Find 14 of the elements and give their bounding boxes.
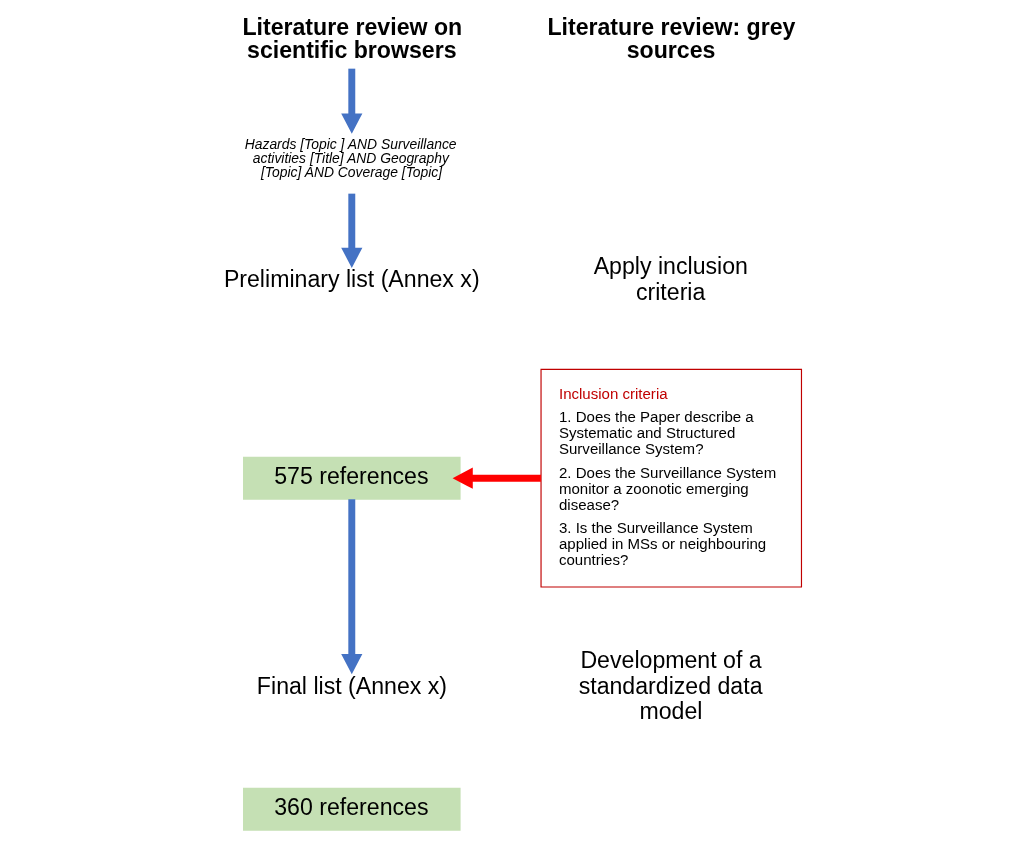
node-box: 360 references xyxy=(242,787,461,831)
arrow xyxy=(340,499,362,675)
node-text: Literature review: grey sources xyxy=(546,13,795,64)
node-text: Apply inclusion criteria xyxy=(593,253,748,305)
node-text: Hazards [Topic ] AND Surveillance activities [Title] AND Geography [Topic] AND Coverage [Topic] xyxy=(244,136,457,180)
arrow xyxy=(340,193,362,268)
arrow xyxy=(452,467,541,489)
node-text: Final list (Annex x) xyxy=(256,672,447,699)
node-box: 575 references xyxy=(242,456,461,500)
node-text: Literature review on scientific browsers xyxy=(241,13,462,64)
arrow xyxy=(340,68,362,134)
node-text: Development of a standardized data model xyxy=(578,647,763,724)
node-box: Inclusion criteria 1. Does the Paper describe a Systematic and Structured Surveillance System? 2. Does the Surveillance System monitor a zoonotic emerging disease? 3. Is the Surveillance System applied in MSs or neighbouring countries? xyxy=(539,368,802,588)
node-text: Preliminary list (Annex x) xyxy=(223,266,480,293)
